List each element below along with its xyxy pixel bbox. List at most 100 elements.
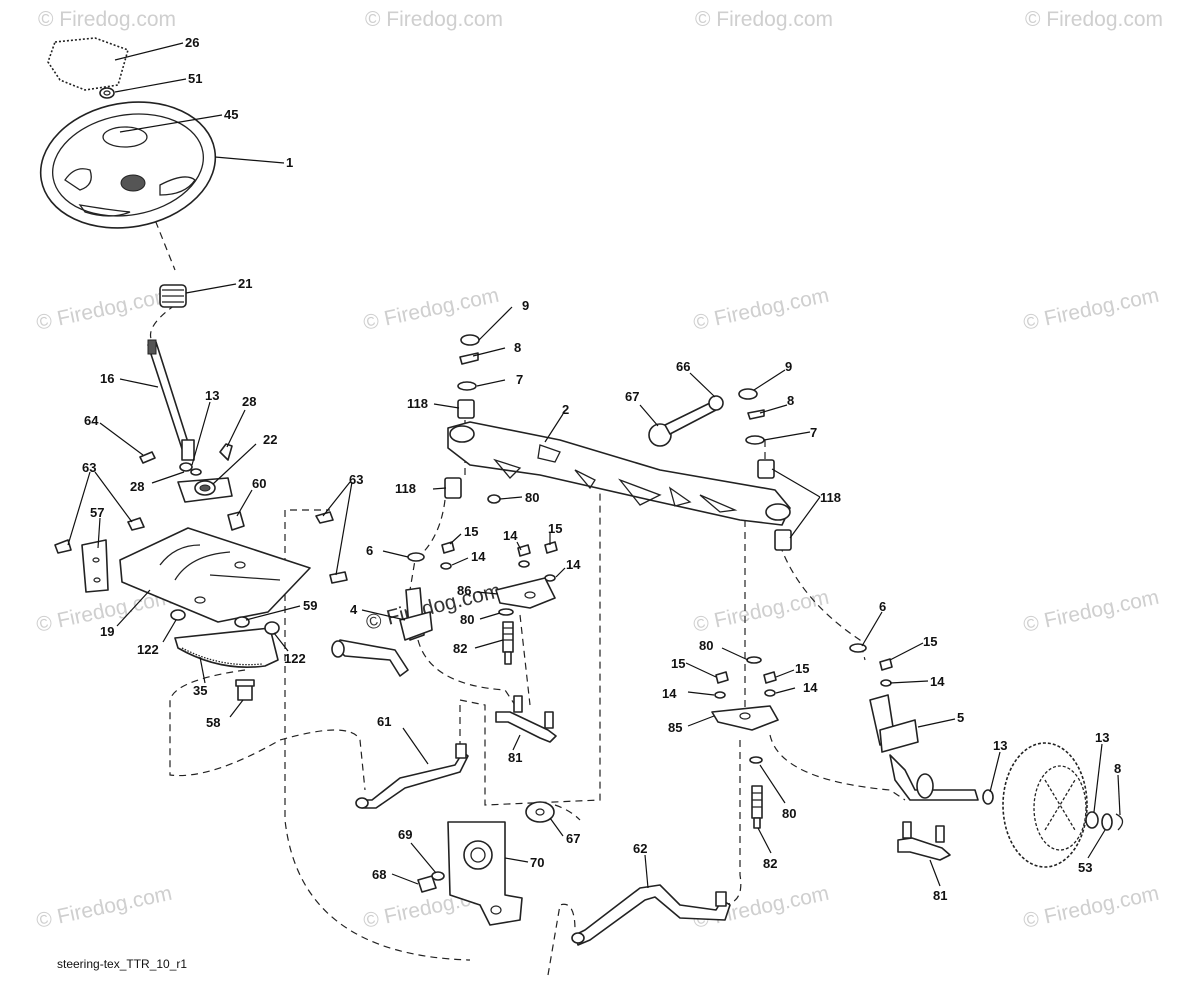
pivot-plate-70 (447, 821, 523, 926)
leader-lines (67, 42, 1121, 889)
callout-13: 13 (993, 738, 1007, 753)
callout-57: 57 (90, 505, 104, 520)
adapter-21 (159, 284, 187, 308)
callout-28: 28 (242, 394, 256, 409)
pinion-bracket-22 (177, 477, 233, 503)
callout-80: 80 (460, 612, 474, 627)
callout-86: 86 (457, 583, 471, 598)
callout-62: 62 (633, 841, 647, 856)
callout-14: 14 (566, 557, 581, 572)
callout-14: 14 (662, 686, 677, 701)
callout-22: 22 (263, 432, 277, 447)
callout-1: 1 (286, 155, 293, 170)
callout-80: 80 (699, 638, 713, 653)
assembly-line (554, 804, 581, 821)
callout-118: 118 (407, 396, 428, 411)
steering-wheel-cover (47, 37, 129, 91)
ball-joint-82-left (498, 608, 514, 665)
watermark: © Firedog.com (691, 284, 831, 335)
callout-45: 45 (224, 107, 238, 122)
callout-15: 15 (464, 524, 478, 539)
callout-14: 14 (803, 680, 818, 695)
callout-35: 35 (193, 683, 207, 698)
callout-15: 15 (548, 521, 562, 536)
callout-68: 68 (372, 867, 386, 882)
callout-26: 26 (185, 35, 199, 50)
callout-21: 21 (238, 276, 252, 291)
callout-51: 51 (188, 71, 202, 86)
assembly-line (459, 490, 601, 806)
callout-2: 2 (562, 402, 569, 417)
callout-122: 122 (137, 642, 159, 657)
assembly-line (547, 903, 576, 976)
watermark: © Firedog.com (364, 579, 503, 635)
callout-69: 69 (398, 827, 412, 842)
callout-9: 9 (522, 298, 529, 313)
callout-118: 118 (820, 490, 841, 505)
callout-53: 53 (1078, 860, 1092, 875)
watermark: © Firedog.com (38, 8, 176, 31)
callout-7: 7 (516, 372, 523, 387)
callout-8: 8 (1114, 761, 1121, 776)
callout-labels: 26 51 45 1 21 16 13 28 64 22 28 63 60 57… (82, 35, 1121, 903)
callout-14: 14 (471, 549, 486, 564)
washer-nut-stack-right (738, 388, 792, 551)
assembly-line (519, 614, 531, 706)
spindle-washers-right (849, 643, 1124, 831)
bushings-122 (170, 609, 280, 635)
watermark: © Firedog.com (365, 8, 503, 31)
callout-16: 16 (100, 371, 114, 386)
callout-85: 85 (668, 720, 682, 735)
callout-19: 19 (100, 624, 114, 639)
callout-66: 66 (676, 359, 690, 374)
bracket-57 (81, 539, 109, 593)
callout-9: 9 (785, 359, 792, 374)
callout-28: 28 (130, 479, 144, 494)
callout-5: 5 (957, 710, 964, 725)
callout-13: 13 (1095, 730, 1109, 745)
drag-link-62 (571, 884, 731, 946)
ball-joint-82-right (751, 785, 763, 829)
tie-rod-81-left (495, 695, 557, 743)
assembly-line (169, 669, 366, 791)
watermark: © Firedog.com (1021, 284, 1161, 335)
right-spindle-5 (869, 694, 979, 801)
callout-6: 6 (879, 599, 886, 614)
assembly-line (779, 544, 866, 661)
assembly-line (150, 304, 176, 346)
callout-13: 13 (205, 388, 219, 403)
callout-63: 63 (82, 460, 96, 475)
front-axle-2 (447, 421, 791, 526)
watermark: © Firedog.com (691, 882, 831, 933)
watermark: © Firedog.com (361, 284, 501, 335)
watermark: © Firedog.com (34, 882, 174, 933)
callout-8: 8 (787, 393, 794, 408)
mount-plate-19 (119, 527, 311, 623)
watermark: © Firedog.com (691, 586, 831, 637)
watermark: © Firedog.com (1025, 8, 1163, 31)
callout-70: 70 (530, 855, 544, 870)
bushing-67-lower (525, 801, 555, 823)
nut-51 (99, 87, 115, 99)
callout-8: 8 (514, 340, 521, 355)
sector-gear-35 (174, 627, 279, 668)
pivot-bolt-66-67 (648, 395, 724, 447)
drag-link-61 (355, 743, 469, 809)
callout-4: 4 (350, 602, 358, 617)
steering-arm-85 (711, 705, 779, 731)
bolt-58 (235, 679, 255, 701)
callout-118: 118 (395, 481, 416, 496)
watermark: © Firedog.com (34, 284, 174, 335)
callout-67: 67 (625, 389, 639, 404)
callout-15: 15 (795, 661, 809, 676)
diagram-caption: steering-tex_TTR_10_r1 (57, 957, 188, 971)
callout-58: 58 (206, 715, 220, 730)
callout-80: 80 (525, 490, 539, 505)
callout-6: 6 (366, 543, 373, 558)
washer-nut-stack-left (444, 334, 501, 504)
callout-82: 82 (763, 856, 777, 871)
callout-15: 15 (671, 656, 685, 671)
callout-64: 64 (84, 413, 99, 428)
